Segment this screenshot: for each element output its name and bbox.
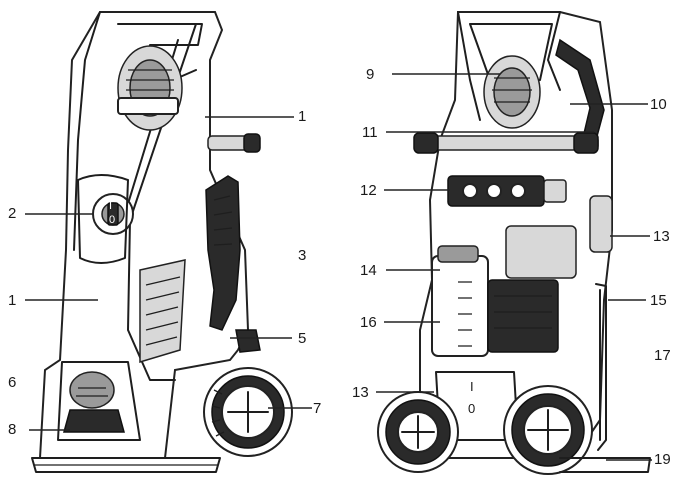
callout-10: 10 bbox=[650, 96, 667, 113]
right-switch-on-mark: I bbox=[470, 379, 474, 394]
rear-view-washer bbox=[376, 11, 652, 475]
callout-1-top: 1 bbox=[298, 108, 307, 125]
callout-3: 3 bbox=[298, 247, 307, 264]
front-view-washer bbox=[25, 11, 312, 473]
pump-body bbox=[487, 279, 559, 353]
rear-handle-bar bbox=[417, 135, 599, 151]
connector-block bbox=[63, 409, 125, 433]
callout-19: 19 bbox=[654, 451, 671, 468]
rear-clip bbox=[589, 195, 613, 253]
callout-13-top: 13 bbox=[653, 228, 670, 245]
callout-12: 12 bbox=[360, 182, 377, 199]
callout-13-low: 13 bbox=[352, 384, 369, 401]
callout-11: 11 bbox=[362, 124, 378, 141]
callout-8: 8 bbox=[8, 421, 17, 438]
callout-5: 5 bbox=[298, 330, 307, 347]
callout-15: 15 bbox=[650, 292, 667, 309]
callout-1-mid: 1 bbox=[8, 292, 17, 309]
hose-reel-crank bbox=[117, 97, 179, 115]
callout-16: 16 bbox=[360, 314, 377, 331]
motor-cover bbox=[505, 225, 577, 279]
callout-2: 2 bbox=[8, 205, 17, 222]
detergent-tank bbox=[431, 255, 489, 357]
callout-9: 9 bbox=[366, 66, 375, 83]
callout-7: 7 bbox=[313, 400, 322, 417]
callout-6: 6 bbox=[8, 374, 17, 391]
left-switch-on-mark: I bbox=[109, 200, 113, 212]
right-switch-off-mark: 0 bbox=[468, 401, 476, 416]
callout-14: 14 bbox=[360, 262, 377, 279]
callout-17: 17 bbox=[654, 347, 671, 364]
left-switch-off-mark: 0 bbox=[109, 214, 116, 226]
